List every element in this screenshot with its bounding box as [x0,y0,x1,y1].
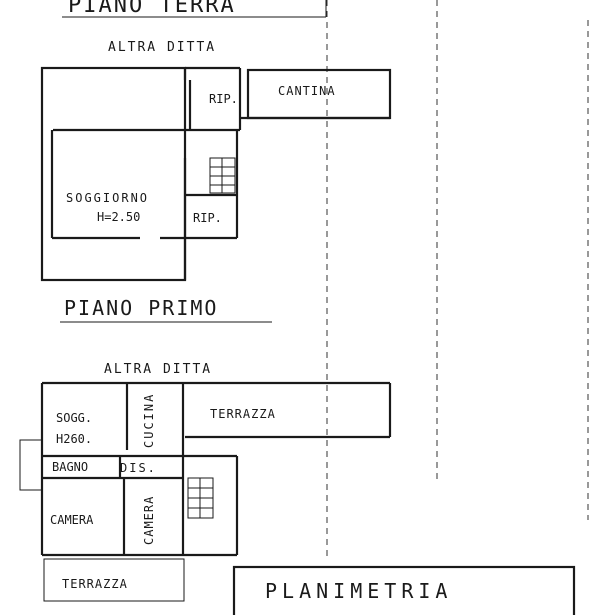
site-plan-title-box [232,565,576,615]
heading-first-floor: PIANO PRIMO [64,296,218,320]
ground-room-storage-top: RIP. [209,92,238,106]
first-room-living-height: H260. [56,432,92,446]
ground-room-living-height: H=2.50 [97,210,140,224]
first-floor-neighbor-label: ALTRA DITTA [104,362,212,377]
heading-ground-floor: PIANO TERRA [68,0,236,18]
first-room-bedroom-left: CAMERA [50,513,94,527]
first-floor-walls [19,381,392,602]
ground-room-storage-bottom: RIP. [193,211,222,225]
ground-floor-neighbor-label: ALTRA DITTA [108,40,216,55]
ground-room-living: SOGGIORNO [66,191,149,205]
ground-floor-walls [40,66,392,282]
first-room-kitchen: CUCINA [142,393,156,448]
first-room-terrace-top: TERRAZZA [210,407,276,421]
first-room-terrace-bottom: TERRAZZA [62,577,128,591]
first-room-bedroom-right: CAMERA [142,496,156,545]
first-room-living: SOGG. [56,411,92,425]
heading-site-plan: PLANIMETRIA [265,579,452,603]
first-room-hall: DIS. [120,461,157,475]
ground-room-cellar: CANTINA [278,84,336,98]
first-room-bathroom: BAGNO [52,460,88,474]
